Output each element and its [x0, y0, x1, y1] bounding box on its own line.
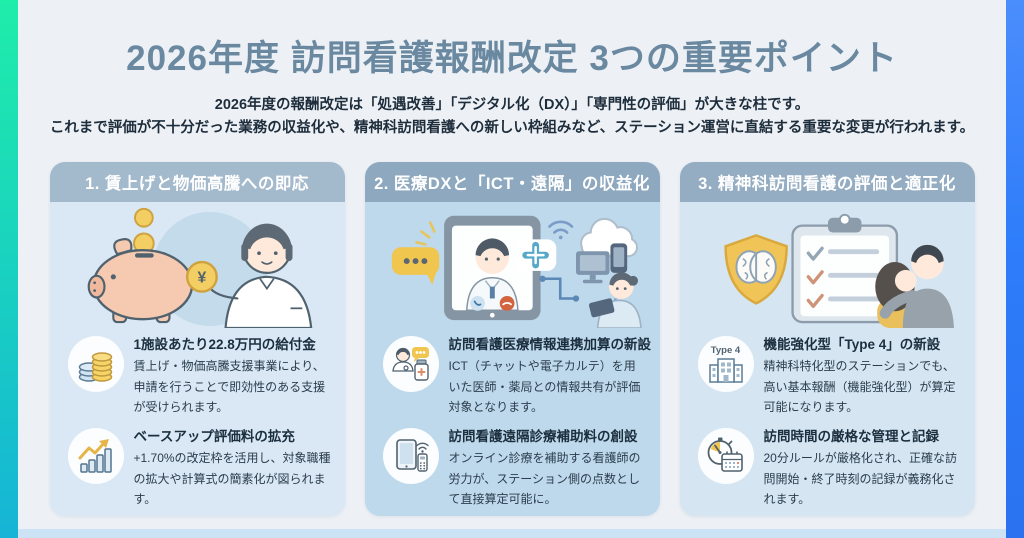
- tablet-remote-icon: [382, 428, 439, 485]
- page-title: 2026年度 訪問看護報酬改定 3つの重要ポイント: [126, 39, 898, 78]
- card-3-header: 3. 精神科訪問看護の評価と適正化: [679, 162, 975, 203]
- point-body: +1.70%の改定枠を活用し、対象職種の拡大や計算式の簡素化が図られます。: [133, 451, 331, 507]
- card-1-illustration: ¥: [50, 202, 345, 329]
- nurse-with-tablet: [588, 272, 642, 329]
- cloud-devices-icon: [575, 218, 638, 284]
- telemedicine-tablet: [443, 216, 541, 321]
- connector-line: [538, 276, 579, 302]
- point-base-up: ベースアップ評価料の拡充 +1.70%の改定枠を活用し、対象職種の拡大や計算式の…: [67, 428, 333, 509]
- point-title: 機能強化型「Type 4」の新設: [763, 337, 941, 353]
- point-title: 訪問看護医療情報連携加算の新設: [448, 337, 652, 353]
- card-1-body: ¥: [49, 202, 345, 517]
- point-title: ベースアップ評価料の拡充: [133, 429, 295, 445]
- bottom-accent-strip: [18, 529, 1006, 538]
- checklist-clipboard-icon: [790, 214, 898, 324]
- card-3-points: Type 4: [680, 328, 975, 516]
- card-1-header: 1. 賃上げと物価高騰への即応: [49, 162, 345, 203]
- point-info-collab: 訪問看護医療情報連携加算の新設 ICT（チャットや電子カルテ）を用いた医師・薬局…: [382, 336, 652, 417]
- point-body: 精神科特化型のステーションでも、高い基本報酬（機能強化型）が算定可能になります。: [763, 359, 956, 415]
- card-2-header: 2. 医療DXと「ICT・遠隔」の収益化: [364, 162, 660, 203]
- point-type4: Type 4: [697, 336, 963, 417]
- point-time-management: 訪問時間の厳格な管理と記録 20分ルールが厳格化され、正確な訪問開始・終了時刻の…: [697, 428, 963, 509]
- point-remote-assist: 訪問看護遠隔診療補助料の創設 オンライン診療を補助する看護師の労力が、ステーショ…: [382, 428, 648, 509]
- card-psychiatric-nursing: 3. 精神科訪問看護の評価と適正化: [679, 162, 975, 517]
- yen-symbol: ¥: [197, 270, 206, 287]
- type4-building-icon: Type 4: [697, 336, 754, 393]
- sparkle-icon: [414, 221, 436, 246]
- growth-chart-icon: [67, 428, 124, 485]
- doctor-chat-medicine-icon: [382, 336, 439, 393]
- subtitle-line-1: 2026年度の報酬改定は「処遇改善」「デジタル化（DX）」「専門性の評価」が大き…: [214, 97, 810, 113]
- nurse-with-coin: ¥: [185, 224, 312, 329]
- right-gradient-strip: [1006, 0, 1024, 538]
- card-3-body: Type 4: [679, 202, 975, 517]
- point-grant: 1施設あたり22.8万円の給付金 賃上げ・物価高騰支援事業により、申請を行うこと…: [67, 336, 333, 417]
- point-body: オンライン診療を補助する看護師の労力が、ステーション側の点数として直接算定可能に…: [448, 451, 641, 507]
- wifi-icon: [547, 220, 573, 240]
- point-text: ベースアップ評価料の拡充 +1.70%の改定枠を活用し、対象職種の拡大や計算式の…: [134, 428, 333, 509]
- card-2-points: 訪問看護医療情報連携加算の新設 ICT（チャットや電子カルテ）を用いた医師・薬局…: [365, 328, 660, 516]
- chat-bubble-icon: [391, 247, 439, 286]
- card-medical-dx: 2. 医療DXと「ICT・遠隔」の収益化: [364, 162, 660, 517]
- point-text: 訪問看護遠隔診療補助料の創設 オンライン診療を補助する看護師の労力が、ステーショ…: [449, 428, 648, 509]
- call-accept-icon: [469, 296, 485, 312]
- point-body: 20分ルールが厳格化され、正確な訪問開始・終了時刻の記録が義務化されます。: [763, 451, 957, 507]
- point-title: 訪問時間の厳格な管理と記録: [763, 429, 940, 445]
- card-1-points: 1施設あたり22.8万円の給付金 賃上げ・物価高騰支援事業により、申請を行うこと…: [50, 328, 345, 516]
- point-text: 訪問時間の厳格な管理と記録 20分ルールが厳格化され、正確な訪問開始・終了時刻の…: [764, 428, 963, 509]
- point-text: 訪問看護医療情報連携加算の新設 ICT（チャットや電子カルテ）を用いた医師・薬局…: [448, 336, 652, 417]
- caring-couple: [874, 245, 954, 329]
- yen-coin-icon: [185, 261, 218, 294]
- card-2-body: 訪問看護医療情報連携加算の新設 ICT（チャットや電子カルテ）を用いた医師・薬局…: [364, 202, 660, 517]
- page-subtitle: 2026年度の報酬改定は「処遇改善」「デジタル化（DX）」「専門性の評価」が大き…: [18, 94, 1006, 140]
- type4-label: Type 4: [710, 344, 741, 356]
- cards-row: 1. 賃上げと物価高騰への即応: [18, 162, 1006, 517]
- point-text: 1施設あたり22.8万円の給付金 賃上げ・物価高騰支援事業により、申請を行うこと…: [134, 336, 333, 417]
- point-text: 機能強化型「Type 4」の新設 精神科特化型のステーションでも、高い基本報酬（…: [764, 336, 963, 417]
- point-title: 訪問看護遠隔診療補助料の創設: [448, 429, 638, 445]
- left-gradient-strip: [0, 0, 18, 538]
- stopwatch-calendar-icon: [697, 428, 754, 485]
- medical-cross-bubble-icon: [514, 239, 556, 280]
- brain-shield-icon: [723, 234, 788, 306]
- card-3-illustration: [680, 202, 975, 329]
- point-body: ICT（チャットや電子カルテ）を用いた医師・薬局との情報共有が評価対象となります…: [448, 359, 641, 415]
- coin-stacks-icon: [67, 336, 124, 393]
- content-area: 2026年度 訪問看護報酬改定 3つの重要ポイント 2026年度の報酬改定は「処…: [18, 0, 1006, 517]
- subtitle-line-2: これまで評価が不十分だった業務の収益化や、精神科訪問看護への新しい枠組みなど、ス…: [49, 120, 975, 137]
- card-2-illustration: [365, 202, 660, 329]
- point-body: 賃上げ・物価高騰支援事業により、申請を行うことで即効性のある支援が受けられます。: [133, 359, 326, 415]
- card-wage-increase: 1. 賃上げと物価高騰への即応: [49, 162, 345, 517]
- piggy-bank-icon: [87, 208, 197, 324]
- point-title: 1施設あたり22.8万円の給付金: [133, 337, 316, 353]
